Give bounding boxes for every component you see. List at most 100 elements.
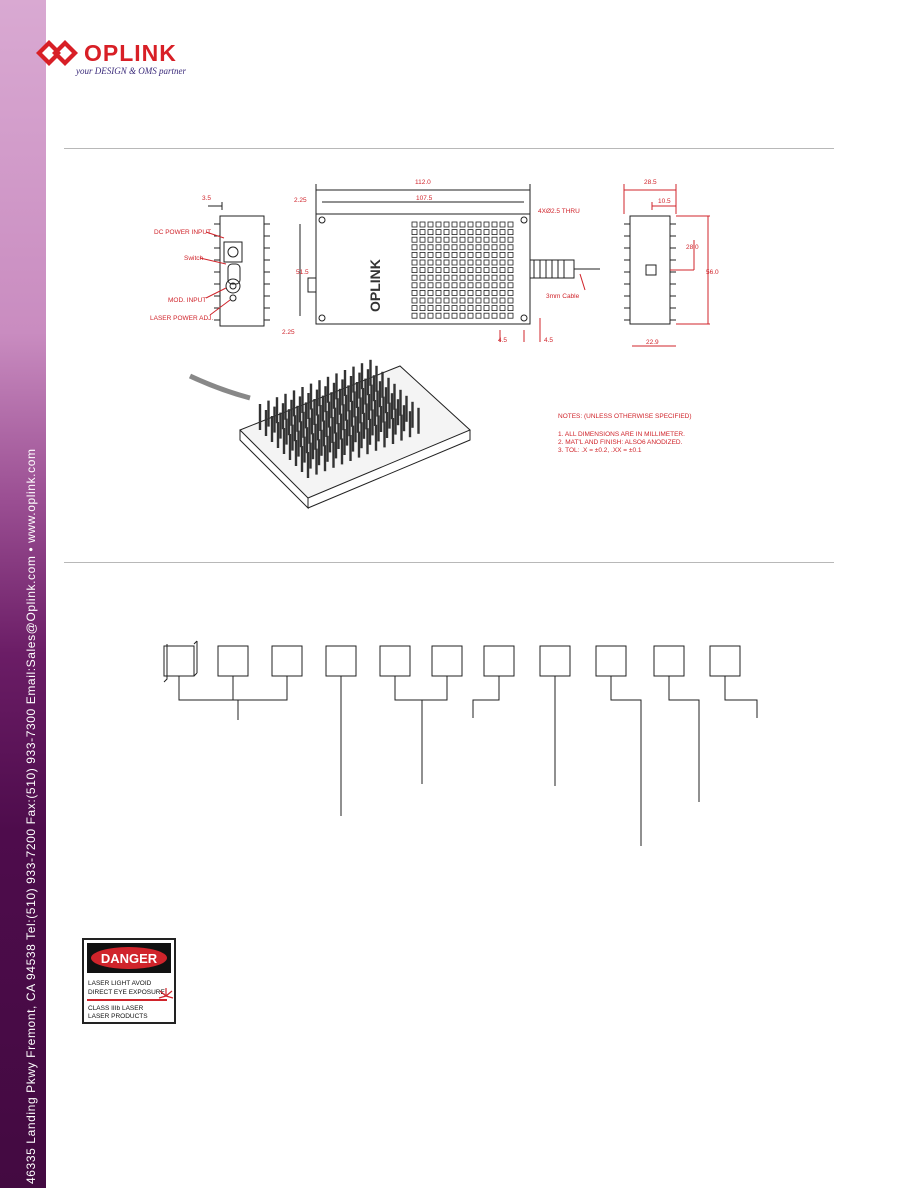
heatsink-fin xyxy=(483,229,490,235)
notes-title: NOTES: (UNLESS OTHERWISE SPECIFIED) xyxy=(558,413,692,420)
heatsink-fin xyxy=(507,290,514,296)
part-number-diagram xyxy=(163,640,758,846)
heatsink-fin xyxy=(467,244,474,251)
heatsink-fin xyxy=(427,305,434,312)
heatsink-fin xyxy=(475,282,482,289)
heatsink-fin xyxy=(507,312,514,319)
heatsink-fin xyxy=(491,267,498,273)
heatsink-fin xyxy=(467,229,474,235)
danger-line-4: LASER PRODUCTS xyxy=(88,1013,148,1020)
heatsink-fin xyxy=(419,244,426,251)
heatsink-fin xyxy=(427,312,434,319)
heatsink-fin xyxy=(499,312,506,319)
laser-starburst-icon xyxy=(158,988,174,999)
heatsink-fin xyxy=(451,312,458,319)
pn-box-2 xyxy=(217,645,249,677)
isometric-view xyxy=(188,359,471,510)
dim-2-25-b: 2.25 xyxy=(282,329,295,336)
heatsink-fin xyxy=(467,305,474,312)
heatsink-fin xyxy=(443,267,450,273)
brand-name: OPLINK xyxy=(84,40,177,66)
heatsink-fin xyxy=(475,267,482,273)
heatsink-fin xyxy=(419,274,426,281)
pn-box-5 xyxy=(379,645,411,677)
heatsink-fin xyxy=(427,252,434,258)
label-dc-power-input: DC POWER INPUT xyxy=(154,229,211,236)
heatsink-fin xyxy=(419,252,426,258)
heatsink-fin xyxy=(459,229,466,235)
heatsink-fin xyxy=(443,290,450,296)
end-view xyxy=(623,184,710,347)
pn-box-9 xyxy=(595,645,627,677)
section-divider-top xyxy=(64,148,834,149)
dim-10-5: 10.5 xyxy=(658,198,671,205)
heatsink-fin xyxy=(411,259,418,266)
heatsink-fin xyxy=(427,297,434,304)
heatsink-fin xyxy=(411,312,418,319)
heatsink-fin xyxy=(443,229,450,235)
heatsink-fin xyxy=(427,236,434,243)
heatsink-fin xyxy=(467,236,474,243)
label-3mm-cable: 3mm Cable xyxy=(546,293,580,300)
heatsink-fin xyxy=(419,290,426,296)
heatsink-fin xyxy=(467,297,474,304)
heatsink-fin xyxy=(451,252,458,258)
logo-mark-icon xyxy=(36,40,78,66)
dim-28-5: 28.5 xyxy=(644,179,657,186)
heatsink-fin xyxy=(475,259,482,266)
heatsink-fin xyxy=(491,297,498,304)
heatsink-fin xyxy=(451,236,458,243)
pn-box-8 xyxy=(539,645,571,677)
heatsink-fin xyxy=(451,274,458,281)
heatsink-fin xyxy=(491,312,498,319)
heatsink-fin xyxy=(499,297,506,304)
heatsink-fin xyxy=(483,236,490,243)
heatsink-fin xyxy=(411,297,418,304)
heatsink-fin xyxy=(483,259,490,266)
heatsink-fin xyxy=(491,282,498,289)
heatsink-fin xyxy=(451,244,458,251)
dim-107-5: 107.5 xyxy=(416,195,433,202)
heatsink-fin xyxy=(499,282,506,289)
sidebar-band: 46335 Landing Pkwy Fremont, CA 94538 Tel… xyxy=(0,0,46,1188)
heatsink-fin xyxy=(411,282,418,289)
heatsink-fin xyxy=(491,290,498,296)
danger-line-1: LASER LIGHT AVOID xyxy=(88,980,152,987)
pn-box-6 xyxy=(431,645,463,677)
heatsink-fin xyxy=(435,221,442,228)
heatsink-fin xyxy=(467,282,474,289)
heatsink-fin xyxy=(427,267,434,273)
heatsink-fin xyxy=(435,274,442,281)
heatsink-fin xyxy=(507,244,514,251)
heatsink-fin xyxy=(443,252,450,258)
heatsink-fin xyxy=(411,274,418,281)
heatsink-fin xyxy=(435,236,442,243)
heatsink-fin xyxy=(411,305,418,312)
heatsink-fin xyxy=(419,229,426,235)
dim-28: 28.0 xyxy=(686,244,699,251)
heatsink-fin xyxy=(475,274,482,281)
label-mod-input: MOD. INPUT xyxy=(168,297,206,304)
heatsink-fin xyxy=(459,244,466,251)
heatsink-fin xyxy=(483,244,490,251)
heatsink-fin xyxy=(491,252,498,258)
brand-tagline: your DESIGN & OMS partner xyxy=(76,66,186,76)
oplink-logo: OPLINK your DESIGN & OMS partner xyxy=(32,36,202,82)
heatsink-fin xyxy=(483,297,490,304)
heatsink-fin xyxy=(419,267,426,273)
section-divider-bottom xyxy=(64,562,834,563)
heatsink-fin xyxy=(451,290,458,296)
heatsink-fin xyxy=(435,252,442,258)
heatsink-fin xyxy=(411,221,418,228)
heatsink-fin xyxy=(491,236,498,243)
pn-box-11 xyxy=(709,645,741,677)
heatsink-fin xyxy=(475,312,482,319)
heatsink-fin xyxy=(483,282,490,289)
heatsink-fin xyxy=(483,252,490,258)
label-switch: Switch xyxy=(184,255,204,262)
heatsink-fin xyxy=(459,236,466,243)
heatsink-fin xyxy=(507,229,514,235)
dim-51-5: 51.5 xyxy=(296,269,309,276)
heatsink-fin xyxy=(467,252,474,258)
note-2: 2. MAT'L AND FINISH: ALSO6 ANODIZED. xyxy=(558,439,683,446)
